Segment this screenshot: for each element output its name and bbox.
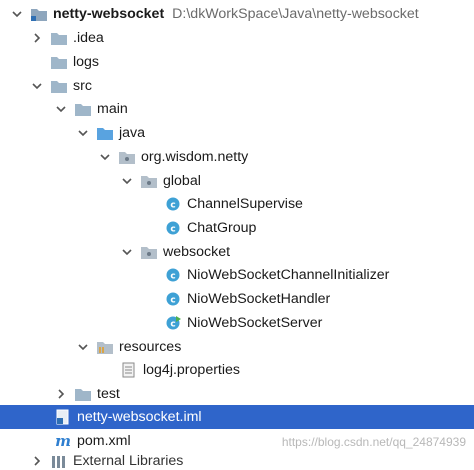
maven-icon: m	[54, 433, 72, 449]
package-icon	[140, 173, 158, 189]
node-label: netty-websocket.iml	[77, 408, 202, 425]
tree-node-java[interactable]: java	[0, 121, 474, 145]
node-label: resources	[119, 338, 182, 355]
chevron-right-icon[interactable]	[54, 387, 68, 401]
package-icon	[118, 149, 136, 165]
tree-node-package-root[interactable]: org.wisdom.netty	[0, 145, 474, 169]
node-label: log4j.properties	[143, 361, 241, 378]
svg-text:c: c	[170, 319, 175, 329]
tree-node-resources[interactable]: resources	[0, 335, 474, 359]
tree-node-idea[interactable]: .idea	[0, 26, 474, 50]
node-label: src	[73, 77, 92, 94]
chevron-right-icon[interactable]	[30, 31, 44, 45]
tree-node-websocket[interactable]: websocket	[0, 240, 474, 264]
tree-node-chat-group[interactable]: c ChatGroup	[0, 216, 474, 240]
folder-icon	[74, 386, 92, 402]
tree-node-main[interactable]: main	[0, 97, 474, 121]
chevron-down-icon[interactable]	[10, 7, 24, 21]
chevron-down-icon[interactable]	[120, 174, 134, 188]
runnable-class-icon: c	[164, 315, 182, 331]
tree-node-test[interactable]: test	[0, 382, 474, 406]
node-label: .idea	[73, 29, 104, 46]
chevron-right-icon[interactable]	[30, 454, 44, 468]
node-label: logs	[73, 53, 100, 70]
properties-file-icon	[120, 362, 138, 378]
node-label: test	[97, 385, 120, 402]
module-file-icon	[54, 409, 72, 425]
class-icon: c	[164, 220, 182, 236]
node-label: global	[163, 172, 201, 189]
tree-node-global[interactable]: global	[0, 169, 474, 193]
tree-node-iml[interactable]: netty-websocket.iml	[0, 405, 474, 429]
chevron-down-icon[interactable]	[76, 126, 90, 140]
tree-node-src[interactable]: src	[0, 74, 474, 98]
source-folder-icon	[96, 125, 114, 141]
chevron-down-icon[interactable]	[76, 340, 90, 354]
folder-icon	[50, 30, 68, 46]
chevron-down-icon[interactable]	[30, 79, 44, 93]
tree-node-log4j[interactable]: log4j.properties	[0, 358, 474, 382]
node-label: ChannelSupervise	[187, 195, 303, 212]
node-label: main	[97, 100, 128, 117]
folder-icon	[74, 101, 92, 117]
class-icon: c	[164, 291, 182, 307]
project-name: netty-websocket	[53, 5, 165, 22]
folder-icon	[50, 54, 68, 70]
tree-node-project-root[interactable]: netty-websocket D:\dkWorkSpace\Java\nett…	[0, 2, 474, 26]
node-label: External Libraries	[73, 453, 184, 469]
node-label: ChatGroup	[187, 219, 257, 236]
class-icon: c	[164, 267, 182, 283]
tree-node-external-libraries[interactable]: External Libraries	[0, 452, 474, 470]
class-icon: c	[164, 196, 182, 212]
chevron-down-icon[interactable]	[54, 102, 68, 116]
module-folder-icon	[30, 6, 48, 22]
node-label: NioWebSocketHandler	[187, 290, 331, 307]
project-path: D:\dkWorkSpace\Java\netty-websocket	[172, 5, 419, 22]
node-label: NioWebSocketChannelInitializer	[187, 266, 390, 283]
svg-text:m: m	[55, 433, 71, 449]
node-label: java	[119, 124, 146, 141]
svg-text:c: c	[170, 271, 175, 281]
package-icon	[140, 244, 158, 260]
chevron-down-icon[interactable]	[120, 245, 134, 259]
node-label: websocket	[163, 243, 231, 260]
folder-icon	[50, 78, 68, 94]
tree-node-channel-initializer[interactable]: c NioWebSocketChannelInitializer	[0, 263, 474, 287]
svg-text:c: c	[170, 295, 175, 305]
tree-node-server[interactable]: c NioWebSocketServer	[0, 311, 474, 335]
svg-text:c: c	[170, 224, 175, 234]
resources-folder-icon	[96, 339, 114, 355]
node-label: org.wisdom.netty	[141, 148, 249, 165]
tree-node-handler[interactable]: c NioWebSocketHandler	[0, 287, 474, 311]
tree-node-channel-supervise[interactable]: c ChannelSupervise	[0, 192, 474, 216]
libraries-icon	[50, 453, 68, 469]
node-label: pom.xml	[77, 432, 131, 449]
tree-node-logs[interactable]: logs	[0, 50, 474, 74]
chevron-down-icon[interactable]	[98, 150, 112, 164]
tree-node-pom[interactable]: m pom.xml	[0, 429, 474, 453]
node-label: NioWebSocketServer	[187, 314, 323, 331]
svg-text:c: c	[170, 200, 175, 210]
